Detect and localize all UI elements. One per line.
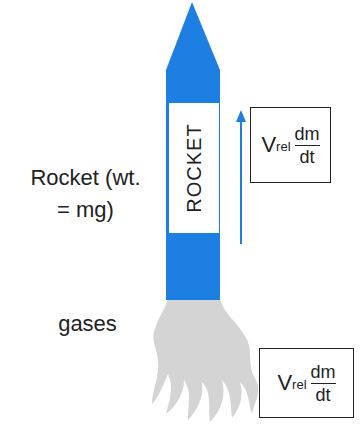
fraction-bar xyxy=(311,383,336,384)
fraction-denominator: dt xyxy=(316,384,331,406)
velocity-subscript: rel xyxy=(276,139,290,154)
formula-box: Vreldmdt xyxy=(259,348,354,418)
formula-box: Vreldmdt xyxy=(250,107,331,183)
fraction: dmdt xyxy=(311,361,336,406)
fraction: dmdt xyxy=(295,123,320,168)
fraction-bar xyxy=(295,145,320,146)
rocket-name: ROCKET xyxy=(183,123,206,212)
fraction-numerator: dm xyxy=(311,361,336,383)
gases-label: gases xyxy=(40,308,135,340)
velocity-subscript: rel xyxy=(292,377,306,392)
formula: Vreldmdt xyxy=(277,361,335,406)
arrow-head xyxy=(236,110,246,122)
thrust-arrow xyxy=(240,120,242,244)
rocket-nose xyxy=(166,2,220,70)
rocket-weight-label: Rocket (wt. = mg) xyxy=(28,162,143,226)
rocket-label-panel: ROCKET xyxy=(169,103,219,233)
rocket-body xyxy=(166,70,220,300)
velocity-symbol: V xyxy=(261,132,276,158)
fraction-denominator: dt xyxy=(300,146,315,168)
exhaust-gases xyxy=(152,298,258,422)
velocity-symbol: V xyxy=(277,370,292,396)
fraction-numerator: dm xyxy=(295,123,320,145)
formula: Vreldmdt xyxy=(261,123,319,168)
